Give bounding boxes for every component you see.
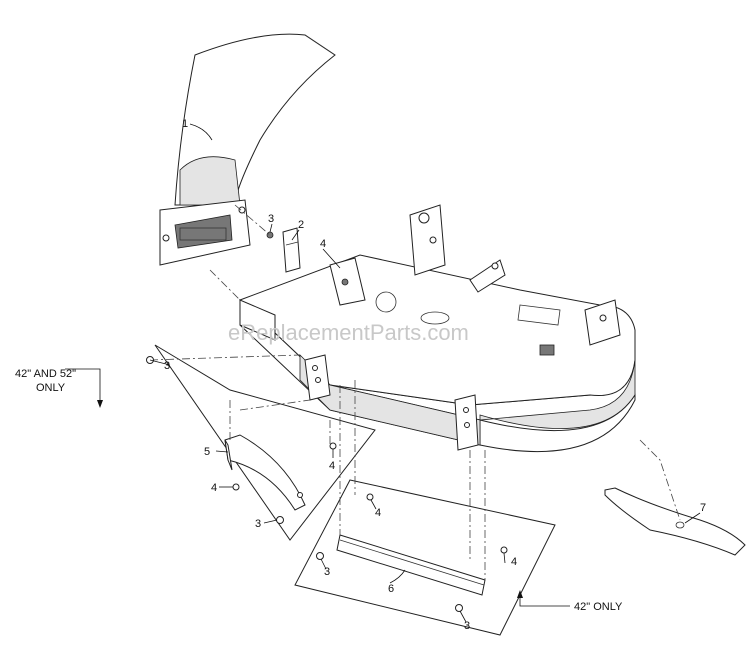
callout-4: 4	[511, 556, 517, 568]
baffle-part-6	[336, 534, 486, 596]
mower-deck	[239, 204, 636, 453]
callout-4: 4	[320, 238, 326, 250]
callout-2: 2	[298, 219, 304, 231]
blade-part-7	[604, 487, 746, 556]
callout-4: 4	[329, 460, 335, 472]
right-kit-plate	[294, 479, 556, 636]
nut-3d	[316, 552, 324, 560]
left-kit-plate	[154, 344, 376, 541]
chute-bracket	[266, 227, 301, 273]
watermark: eReplacementParts.com	[228, 320, 469, 345]
nut-3e	[455, 604, 463, 612]
baffle-part-5	[224, 434, 306, 511]
bolt-4c	[329, 442, 337, 450]
callout-leaders	[65, 123, 701, 623]
bolt-4e	[500, 546, 508, 554]
callout-1: 1	[182, 118, 188, 130]
callout-3: 3	[164, 360, 170, 372]
callout-3: 3	[324, 566, 330, 578]
callout-3: 3	[255, 518, 261, 530]
callout-3: 3	[268, 213, 274, 225]
bolt-4b	[232, 483, 240, 491]
nut-3c	[276, 516, 284, 524]
callout-6: 6	[388, 583, 394, 595]
size-note-42-only: 42" ONLY	[574, 601, 623, 613]
discharge-chute	[159, 33, 336, 266]
size-note-line-2: ONLY	[36, 382, 66, 394]
assembly-alignment-lines	[149, 204, 681, 580]
callout-4: 4	[211, 482, 217, 494]
size-note-line-1: 42" AND 52"	[15, 368, 76, 380]
bolt-4d	[366, 493, 374, 501]
callout-3: 3	[464, 620, 470, 632]
callout-7: 7	[700, 502, 706, 514]
callout-5: 5	[204, 446, 210, 458]
callout-4: 4	[375, 507, 381, 519]
